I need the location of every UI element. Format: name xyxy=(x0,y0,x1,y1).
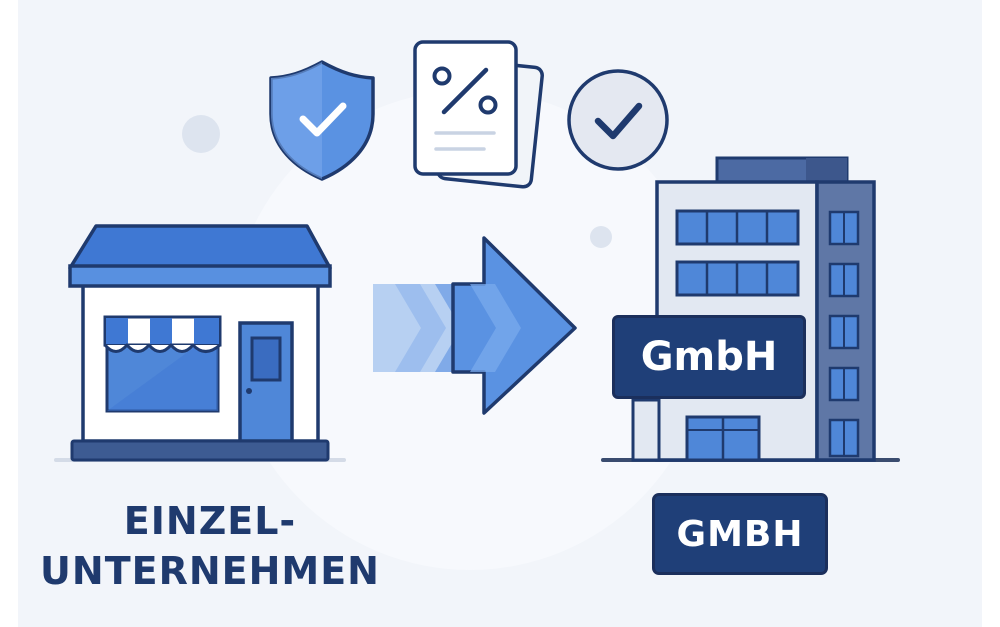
shop-icon xyxy=(54,224,346,462)
einzelunternehmen-caption: EINZEL- UNTERNEHMEN xyxy=(30,495,390,595)
decor-dot-small xyxy=(590,226,612,248)
caption-line-2: UNTERNEHMEN xyxy=(40,549,380,593)
building-windows xyxy=(675,209,800,297)
gmbh-badge: GMBH xyxy=(652,493,828,575)
caption-line-1: EINZEL- xyxy=(123,499,297,543)
building-side-windows xyxy=(828,210,860,458)
arrow-right-icon xyxy=(373,236,577,415)
shield-check-icon xyxy=(269,60,375,181)
check-circle-icon xyxy=(567,69,669,171)
decor-dot-large xyxy=(182,115,220,153)
gmbh-building-sign: GmbH xyxy=(612,315,806,399)
percent-document-icon xyxy=(413,40,544,189)
